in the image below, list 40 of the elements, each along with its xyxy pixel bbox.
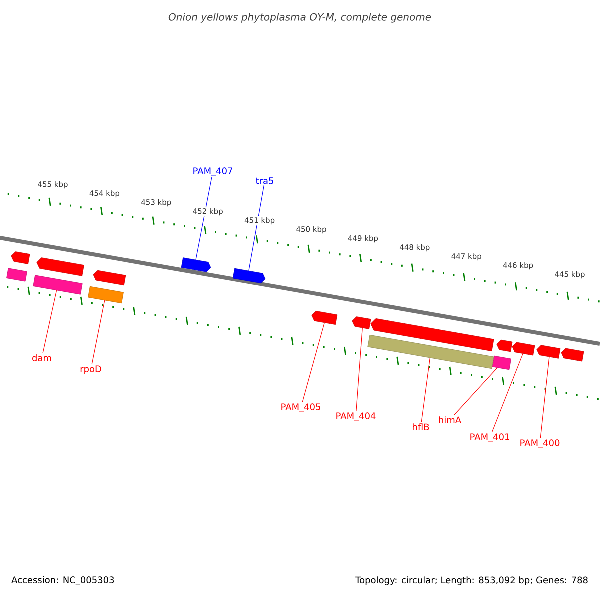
gene-feature bbox=[33, 275, 83, 295]
gene-label: himA bbox=[439, 416, 462, 424]
gene-feature bbox=[36, 258, 84, 276]
gene-label: PAM_400 bbox=[520, 440, 560, 448]
gene-label: PAM_405 bbox=[282, 404, 320, 412]
gene-feature bbox=[88, 286, 124, 304]
leader-line bbox=[302, 322, 325, 403]
gene-label: PAM_404 bbox=[336, 412, 376, 422]
gene-feature bbox=[561, 348, 584, 362]
gene-feature bbox=[352, 316, 372, 330]
gene-feature bbox=[232, 268, 266, 284]
gene-feature bbox=[496, 340, 513, 352]
gene-label: dam bbox=[32, 354, 52, 362]
leader-line bbox=[196, 177, 212, 260]
gene-feature bbox=[312, 311, 338, 325]
gene-label: tra5 bbox=[256, 178, 274, 184]
leader-line bbox=[356, 328, 363, 412]
gene-label: hflB bbox=[413, 424, 430, 430]
gene-feature bbox=[370, 318, 494, 352]
gene-feature bbox=[181, 258, 212, 272]
gene-label: rpoD bbox=[80, 366, 102, 374]
footer-note: Accession: NC_005303 bbox=[12, 576, 114, 586]
gene-feature bbox=[11, 252, 30, 264]
leader-line bbox=[248, 185, 264, 272]
leader-line bbox=[492, 354, 524, 433]
gene-label: PAM_401 bbox=[470, 434, 510, 442]
gene-feature bbox=[6, 268, 28, 282]
title: Onion yellows phytoplasma OY-M, complete genome bbox=[168, 13, 432, 23]
gene-feature bbox=[512, 342, 536, 356]
leader-line bbox=[92, 300, 106, 365]
leader-line bbox=[42, 290, 58, 354]
gene-label: PAM_407 bbox=[194, 168, 232, 176]
gene-feature bbox=[93, 270, 126, 286]
footer-note: Topology: circular; Length: 853,092 bp; Genes: 788 bbox=[356, 576, 588, 586]
gene-feature bbox=[492, 356, 512, 370]
leader-line bbox=[454, 368, 498, 416]
leader-line bbox=[421, 358, 430, 423]
gene-feature bbox=[536, 345, 561, 359]
gene-feature bbox=[368, 334, 494, 370]
leader-line bbox=[540, 356, 550, 439]
